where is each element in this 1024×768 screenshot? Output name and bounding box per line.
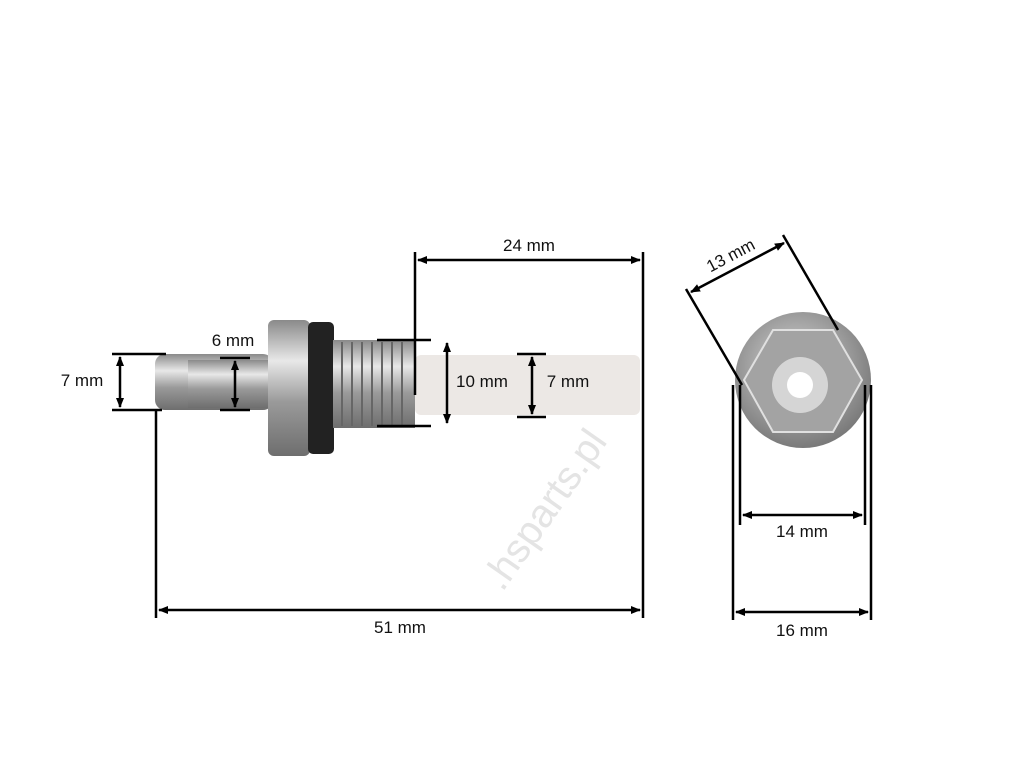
- label-10mm: 10 mm: [456, 372, 508, 391]
- dimension-lines: [112, 234, 873, 620]
- label-24mm: 24 mm: [503, 236, 555, 255]
- sealing-washer: [308, 322, 334, 454]
- label-7mm-filter: 7 mm: [546, 372, 590, 391]
- label-16mm: 16 mm: [776, 621, 828, 640]
- bore-hole: [787, 372, 813, 398]
- label-51mm: 51 mm: [374, 618, 426, 637]
- fuel-valve-side-view: [155, 320, 640, 456]
- label-7mm-tip: 7 mm: [60, 371, 104, 390]
- dim-13mm: [690, 241, 785, 294]
- label-6mm: 6 mm: [211, 331, 255, 350]
- label-14mm: 14 mm: [776, 522, 828, 541]
- filter-screen: [415, 355, 640, 415]
- hex-head: [268, 320, 310, 456]
- fuel-valve-end-view: [735, 312, 871, 448]
